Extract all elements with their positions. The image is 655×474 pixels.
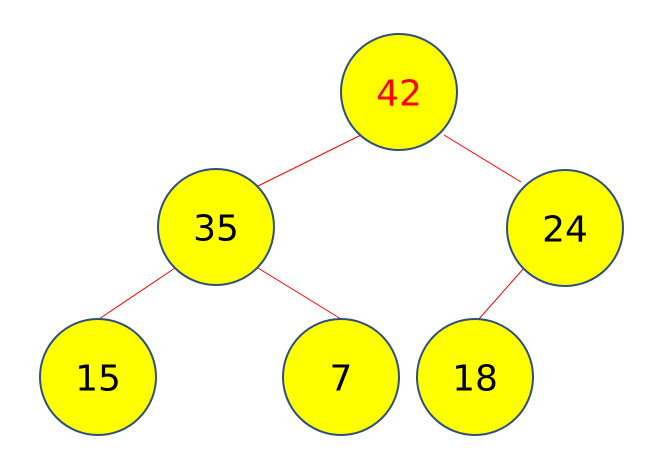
node-35: 35 <box>157 168 275 286</box>
edge-35-15 <box>98 267 176 320</box>
edge-35-7 <box>257 267 342 320</box>
node-24: 24 <box>506 169 624 287</box>
node-18-label: 18 <box>452 359 498 400</box>
node-42-circle <box>340 33 458 151</box>
node-18: 18 <box>416 318 534 436</box>
node-15: 15 <box>39 318 157 436</box>
node-42-label: 42 <box>376 74 422 115</box>
node-7-label: 7 <box>330 359 353 400</box>
node-24-circle <box>506 169 624 287</box>
node-15-label: 15 <box>75 359 121 400</box>
node-35-label: 35 <box>193 209 239 250</box>
node-7: 7 <box>282 318 400 436</box>
edge-42-35 <box>257 134 362 187</box>
node-15-circle <box>39 318 157 436</box>
node-42: 42 <box>340 33 458 151</box>
node-24-label: 24 <box>542 210 588 251</box>
edges <box>98 134 525 321</box>
edge-42-24 <box>443 134 522 183</box>
edge-24-18 <box>477 267 525 321</box>
node-35-circle <box>157 168 275 286</box>
node-18-circle <box>416 318 534 436</box>
node-7-circle <box>282 318 400 436</box>
